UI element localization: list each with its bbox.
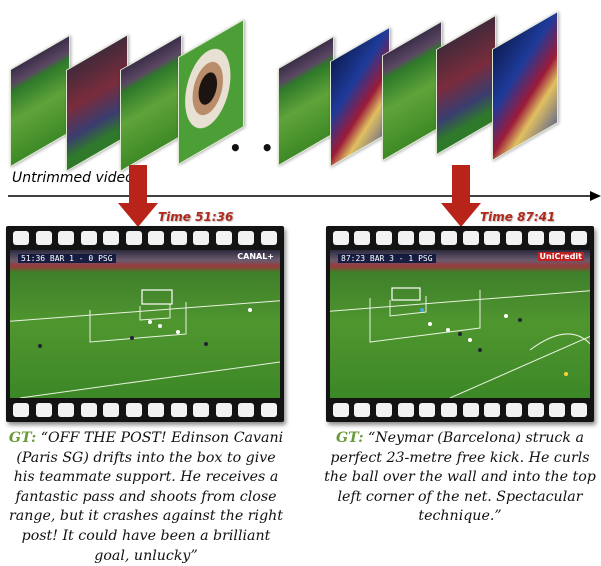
sprocket-row xyxy=(326,399,594,421)
ground-truth-caption: GT: “Neymar (Barcelona) struck a perfect… xyxy=(320,429,600,527)
ground-truth-caption: GT: “OFF THE POST! Edinson Cavani (Paris… xyxy=(8,429,284,566)
caption-text: “OFF THE POST! Edinson Cavani (Paris SG)… xyxy=(9,430,284,564)
video-frame-thumbnail xyxy=(436,14,496,156)
timeline-axis xyxy=(8,191,601,201)
broadcaster-logo: CANAL+ xyxy=(237,252,274,261)
filmstrip-clip: 87:23 BAR 3 - 1 PSG UniCredit xyxy=(326,226,594,422)
time-label: Time 51:36 xyxy=(158,210,234,224)
video-frame: 87:23 BAR 3 - 1 PSG UniCredit xyxy=(330,250,590,398)
sprocket-row xyxy=(6,227,284,249)
video-frame-thumbnail xyxy=(330,26,390,168)
sprocket-row xyxy=(6,399,284,421)
video-frame-thumbnail xyxy=(278,35,334,167)
gt-tag: GT: xyxy=(336,430,364,446)
video-frame-thumbnail xyxy=(382,20,442,162)
scorebug: 51:36 BAR 1 - 0 PSG xyxy=(18,254,116,263)
time-label: Time 87:41 xyxy=(480,210,556,224)
video-frame-thumbnail xyxy=(66,34,128,172)
timeline-label: Untrimmed video xyxy=(12,170,134,186)
arrow-down-icon xyxy=(441,165,481,227)
video-frame-thumbnail xyxy=(492,10,558,162)
gt-tag: GT: xyxy=(8,430,37,446)
sprocket-row xyxy=(326,227,594,249)
arrow-down-icon xyxy=(118,165,158,227)
scorebug: 87:23 BAR 3 - 1 PSG xyxy=(338,254,436,263)
video-frame-thumbnail xyxy=(10,34,70,168)
video-frame: 51:36 BAR 1 - 0 PSG CANAL+ xyxy=(10,250,280,398)
video-frame-thumbnail xyxy=(120,34,182,172)
filmstrip-clip: 51:36 BAR 1 - 0 PSG CANAL+ xyxy=(6,226,284,422)
sponsor-logo: UniCredit xyxy=(537,252,584,261)
caption-text: “Neymar (Barcelona) struck a perfect 23-… xyxy=(324,430,596,525)
